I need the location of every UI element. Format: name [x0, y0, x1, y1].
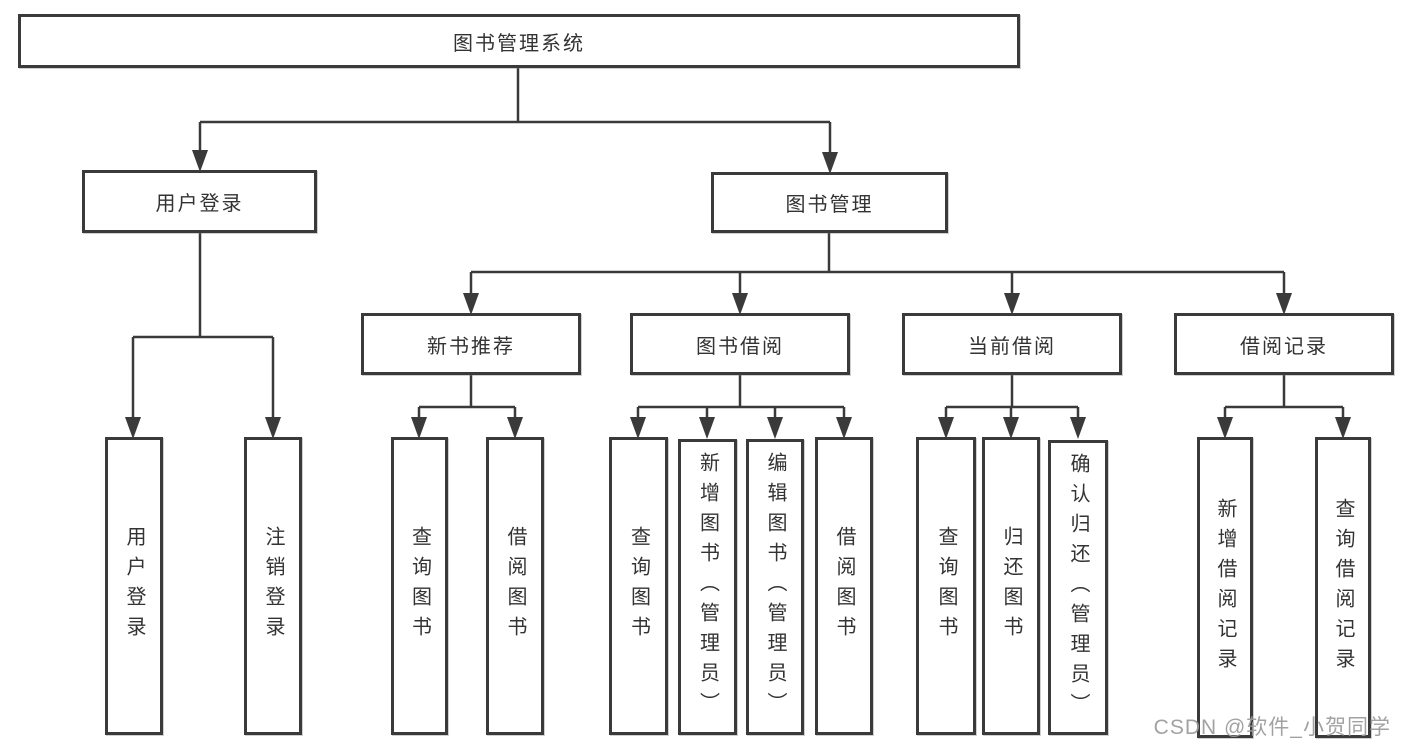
- leaf-current-query-book: 查询图书: [916, 437, 976, 735]
- leaf-borrowing-query-book: 查询图书: [609, 437, 668, 735]
- node-book-borrowing-label: 图书借阅: [696, 335, 784, 358]
- node-current-borrowing-label: 当前借阅: [968, 335, 1056, 358]
- leaf-recommend-query-book: 查询图书: [391, 437, 448, 735]
- node-root-system: 图书管理系统: [18, 14, 1020, 68]
- leaf-records-query-record: 查询借阅记录: [1315, 437, 1371, 738]
- leaf-current-return-book: 归还图书: [982, 437, 1040, 735]
- node-current-borrowing: 当前借阅: [902, 313, 1122, 375]
- leaf-current-confirm-return-admin-label: 确认归还（管理员）: [1067, 452, 1089, 723]
- leaf-borrowing-add-book-admin: 新增图书（管理员）: [678, 439, 737, 735]
- leaf-borrowing-query-book-label: 查询图书: [627, 526, 650, 646]
- node-book-management-label: 图书管理: [785, 194, 874, 216]
- leaf-records-query-record-label: 查询借阅记录: [1332, 497, 1354, 678]
- leaf-recommend-query-book-label: 查询图书: [408, 526, 431, 646]
- node-user-login: 用户登录: [82, 170, 317, 233]
- leaf-borrowing-add-book-admin-label: 新增图书（管理员）: [696, 452, 719, 722]
- node-root-system-label: 图书管理系统: [453, 32, 585, 55]
- leaf-records-add-record: 新增借阅记录: [1197, 437, 1253, 738]
- leaf-logout-label: 注销登录: [262, 526, 284, 646]
- leaf-current-query-book-label: 查询图书: [935, 526, 957, 646]
- leaf-records-add-record-label: 新增借阅记录: [1214, 497, 1236, 678]
- node-book-management: 图书管理: [711, 172, 948, 233]
- node-new-book-recommend-label: 新书推荐: [427, 335, 515, 358]
- node-new-book-recommend: 新书推荐: [361, 313, 581, 375]
- leaf-current-return-book-label: 归还图书: [1000, 526, 1022, 646]
- csdn-watermark: CSDN @软件_小贺同学: [1153, 716, 1391, 739]
- node-borrowing-records: 借阅记录: [1174, 313, 1394, 375]
- leaf-recommend-borrow-book: 借阅图书: [486, 437, 544, 735]
- leaf-borrowing-edit-book-admin: 编辑图书（管理员）: [746, 439, 804, 735]
- node-borrowing-records-label: 借阅记录: [1240, 335, 1328, 358]
- node-user-login-label: 用户登录: [155, 193, 244, 215]
- leaf-borrowing-borrow-book: 借阅图书: [815, 437, 873, 735]
- leaf-recommend-borrow-book-label: 借阅图书: [504, 526, 526, 646]
- leaf-current-confirm-return-admin: 确认归还（管理员）: [1048, 440, 1108, 735]
- leaf-user-login: 用户登录: [105, 437, 163, 735]
- leaf-borrowing-edit-book-admin-label: 编辑图书（管理员）: [764, 452, 786, 722]
- leaf-user-login-label: 用户登录: [123, 526, 145, 646]
- leaf-logout: 注销登录: [244, 437, 302, 735]
- leaf-borrowing-borrow-book-label: 借阅图书: [833, 526, 855, 646]
- node-book-borrowing: 图书借阅: [630, 313, 850, 375]
